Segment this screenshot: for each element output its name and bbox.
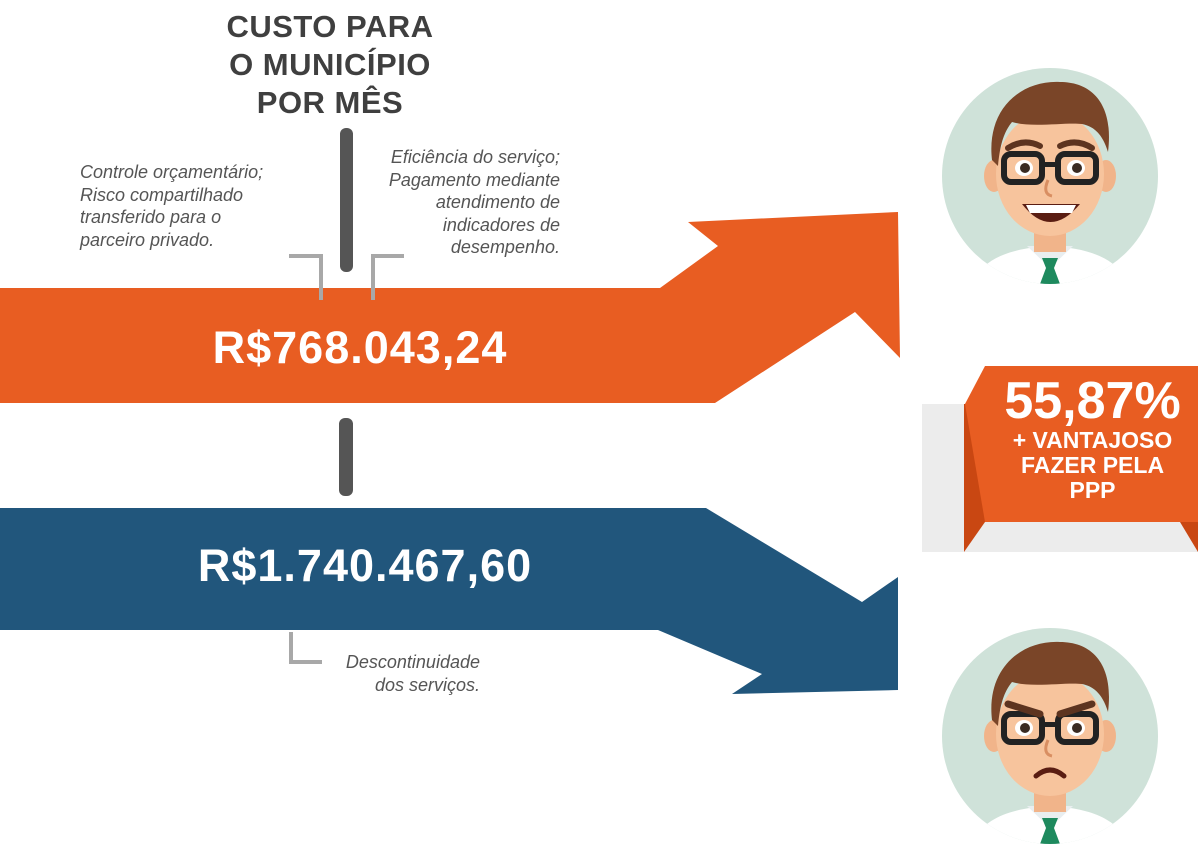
traditional-drawback-note: Descontinuidade dos serviços. — [345, 652, 480, 695]
bottom-bracket — [289, 632, 322, 664]
middle-divider-bar — [339, 418, 353, 496]
ppp-cost-value: R$768.043,24 — [212, 322, 508, 373]
traditional-cost-value: R$1.740.467,60 — [197, 540, 533, 591]
advantage-label: + VANTAJOSO FAZER PELA PPP — [1012, 427, 1173, 503]
ppp-benefits-left-note: Controle orçamentário; Risco compartilha… — [80, 162, 264, 250]
advantage-percent: 55,87% — [1004, 372, 1181, 430]
right-bracket — [371, 254, 404, 300]
ppp-benefits-right-note: Eficiência do serviço; Pagamento mediant… — [388, 147, 560, 257]
left-bracket — [289, 254, 323, 300]
page-title: CUSTO PARA O MUNICÍPIO POR MÊS — [226, 9, 434, 120]
top-divider-bar — [340, 128, 353, 272]
unhappy-man-avatar-icon — [942, 628, 1158, 844]
happy-man-avatar-icon — [942, 68, 1158, 284]
